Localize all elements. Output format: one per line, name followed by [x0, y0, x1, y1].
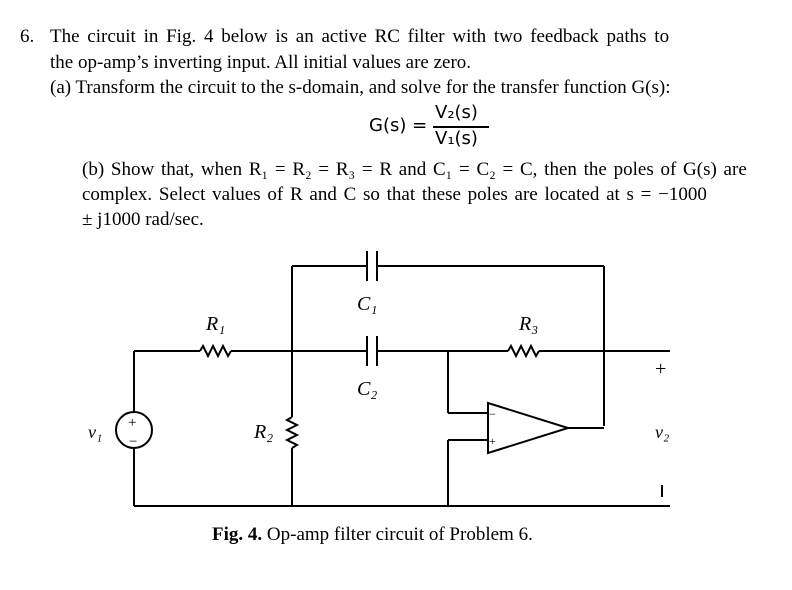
label-r2: R₂	[253, 421, 273, 443]
label-v2: v₂	[655, 422, 669, 442]
equation-numerator: V₂(s)	[435, 102, 478, 123]
source-plus-sign: +	[128, 415, 136, 431]
intro-line-2: the op-amp’s inverting input. All initia…	[50, 52, 472, 73]
intro-line-1: The circuit in Fig. 4 below is an active…	[50, 26, 670, 47]
label-r1: R₁	[205, 313, 225, 335]
equation-lhs: G(s) =	[369, 115, 428, 136]
resistor-r2	[284, 416, 300, 449]
part-b-line-3: ± j1000 rad/sec.	[82, 209, 204, 230]
part-b-line-2: complex. Select values of R and C so tha…	[82, 184, 707, 205]
problem-number: 6.	[20, 26, 35, 47]
label-c2: C₂	[357, 378, 377, 400]
caption-text: Op-amp filter circuit of Problem 6.	[262, 524, 533, 545]
resistor-r1	[199, 343, 232, 359]
figure-caption: Fig. 4. Op-amp filter circuit of Problem…	[212, 524, 533, 546]
op-amp	[487, 401, 572, 455]
caption-label: Fig. 4.	[212, 524, 263, 545]
part-b-line-1: (b) Show that, when R₁ = R₂ = R₃ = R and…	[82, 159, 747, 180]
label-v1: v₁	[88, 422, 102, 442]
op-amp-plus-sign: +	[489, 434, 496, 448]
label-r3: R₃	[518, 313, 538, 335]
fraction-bar	[433, 126, 489, 128]
output-plus-sign: +	[655, 358, 666, 380]
part-a: (a) Transform the circuit to the s-domai…	[50, 77, 671, 98]
op-amp-minus-sign: −	[489, 407, 496, 421]
source-minus-sign: −	[129, 434, 137, 450]
equation-denominator: V₁(s)	[435, 128, 478, 149]
resistor-r3	[507, 343, 540, 359]
label-c1: C₁	[357, 293, 377, 315]
